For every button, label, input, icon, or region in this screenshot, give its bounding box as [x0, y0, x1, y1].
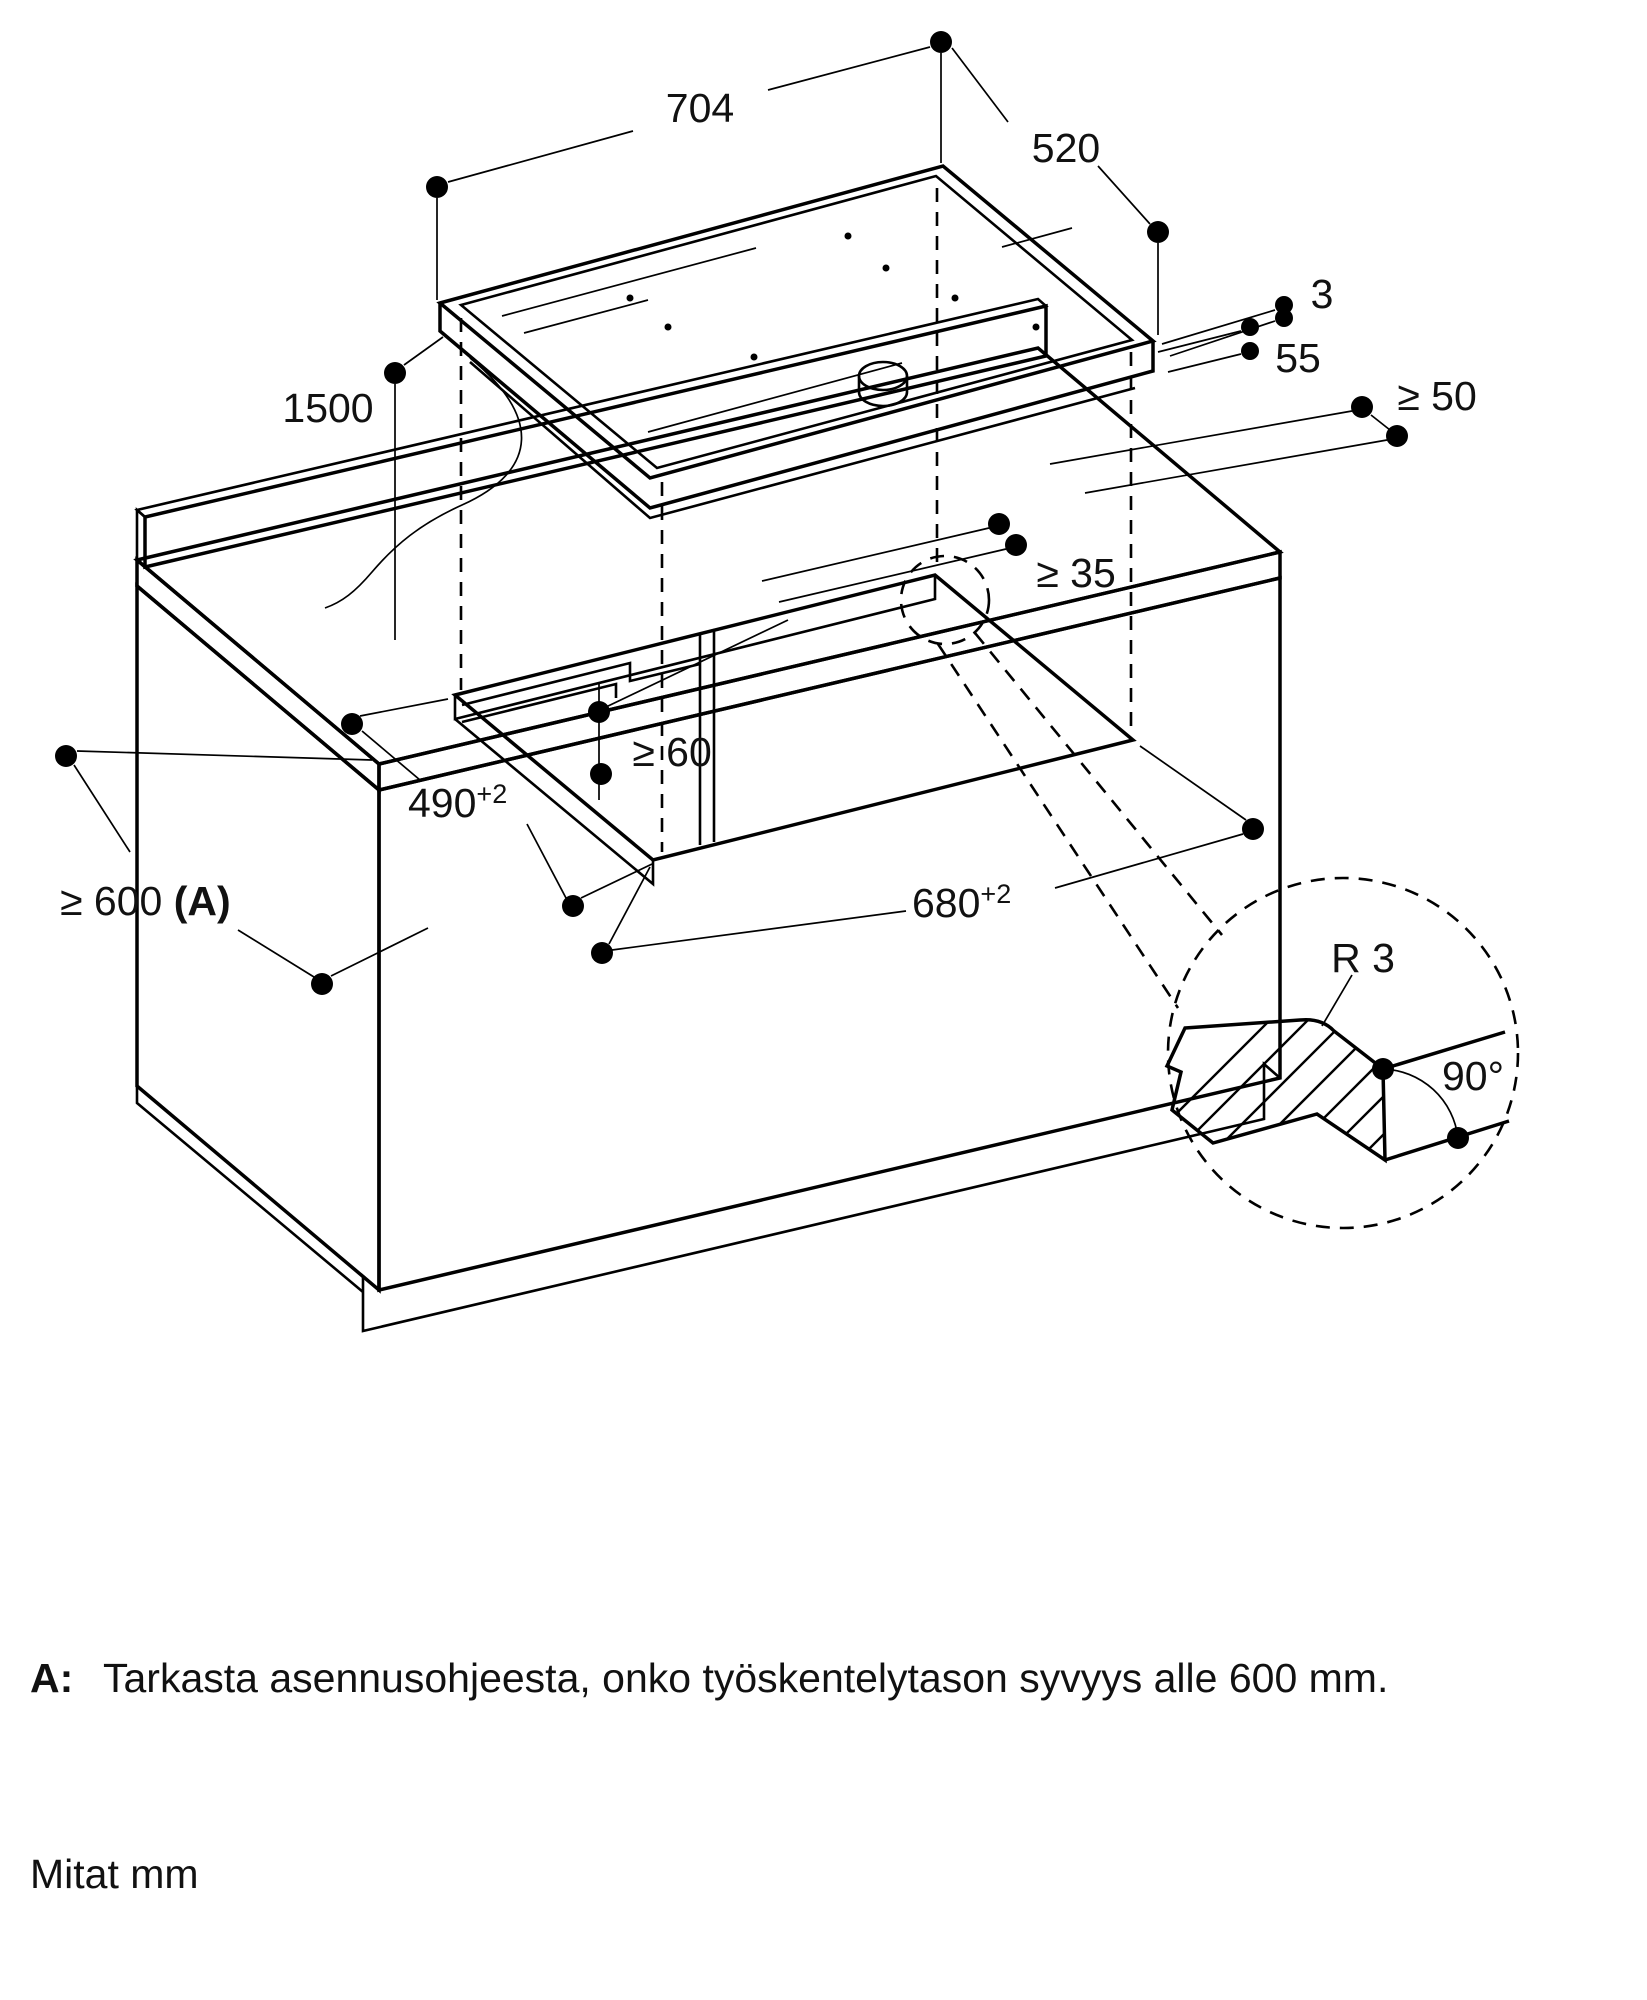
cabinet-front-face: [377, 575, 1282, 1293]
dimension-1500: 1500: [282, 336, 523, 640]
units-note: Mitat mm: [30, 1851, 199, 1897]
glass-thickness-label: 3: [1311, 271, 1334, 317]
footnote-a-key: A:: [30, 1655, 73, 1701]
cooktop-depth-label: 520: [1032, 125, 1100, 171]
front-clearance-label: ≥ 35: [1036, 550, 1116, 596]
dimension-520: 520: [951, 47, 1169, 335]
rear-clearance-label: ≥ 50: [1397, 373, 1477, 419]
dimension-680: 680+2: [591, 745, 1264, 964]
dimension-55: 55: [1157, 318, 1321, 381]
dimension-490: 490+2: [341, 698, 653, 917]
cooktop-body: [438, 303, 1155, 510]
dimension-50: ≥ 50: [1049, 373, 1477, 494]
cable-length-label: 1500: [282, 385, 373, 431]
detail-source-circle: [899, 554, 991, 646]
dimension-35: ≥ 35: [761, 513, 1116, 603]
cooktop-knob: [857, 360, 909, 408]
cabinet-plinth: [135, 1061, 1281, 1333]
worktop-cutout: [451, 573, 1137, 887]
dimension-600: ≥ 600 (A): [55, 745, 429, 995]
detail-view-circle: [1166, 876, 1520, 1230]
body-height-label: 55: [1275, 335, 1321, 381]
cooktop-drawing: [436, 164, 1157, 520]
corner-radius-label: R 3: [1331, 935, 1395, 981]
worktop-front-edge: [377, 549, 1282, 793]
dimension-3: 3: [1161, 271, 1334, 357]
cutout-width-label: 680+2: [912, 879, 1011, 926]
cooktop-glass-edge: [458, 174, 1135, 470]
worktop-depth-label: ≥ 600 (A): [60, 878, 231, 924]
glass-markings: [501, 227, 1073, 433]
cabinet-drawing: [133, 297, 1284, 1333]
footnote-a-text: Tarkasta asennusohjeesta, onko työskente…: [103, 1655, 1388, 1701]
cut-angle-label: 90°: [1442, 1053, 1504, 1099]
cooktop-base-lip: [469, 361, 1136, 520]
mains-cable: [324, 357, 523, 609]
footnotes: A: Tarkasta asennusohjeesta, onko työske…: [30, 1655, 1388, 1897]
worktop-left-end: [135, 556, 381, 794]
projection-lines: [459, 188, 1133, 852]
cooktop-width-label: 704: [666, 85, 734, 131]
cutout-depth-label: 490+2: [408, 779, 507, 826]
dimension-704: 704: [426, 31, 952, 300]
below-clearance-label: ≥ 60: [632, 729, 712, 775]
worktop-section-profile: [1164, 1017, 1387, 1164]
cabinet-left-face: [135, 582, 381, 1294]
dimension-60: ≥ 60: [588, 619, 789, 800]
